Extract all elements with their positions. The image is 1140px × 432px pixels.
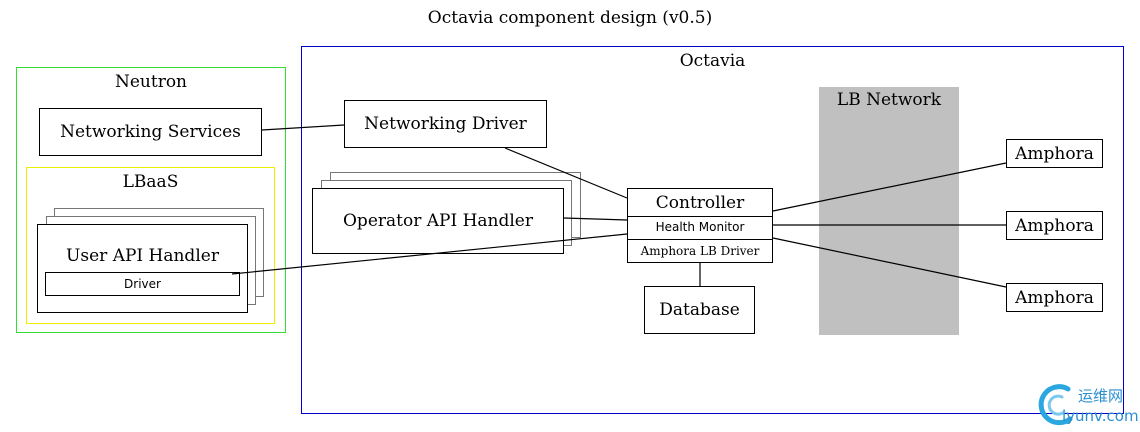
neutron-group: Neutron <box>16 67 286 333</box>
driver-box: Driver <box>45 272 240 296</box>
connector-networking-driver-to-controller <box>504 147 628 199</box>
controller-label: Controller <box>655 193 745 213</box>
connector-operator-api-to-controller <box>563 217 628 221</box>
lb-network-region: LB Network <box>819 87 959 335</box>
database-label: Database <box>659 300 740 320</box>
amphora-box: Amphora <box>1006 211 1103 240</box>
amphora-lb-driver-label: Amphora LB Driver <box>628 239 772 263</box>
connector-services-to-networking-driver <box>261 124 345 131</box>
health-monitor-label: Health Monitor <box>628 216 772 238</box>
amphora-label: Amphora <box>1015 287 1094 308</box>
amphora-box: Amphora <box>1006 283 1103 312</box>
user-api-handler-label: User API Handler <box>66 246 219 266</box>
connector-controller-to-amphora-1 <box>772 162 1007 212</box>
lbaas-group: LBaaS <box>26 167 275 324</box>
watermark-text-cn: 运维网 <box>1078 387 1124 405</box>
networking-driver-label: Networking Driver <box>364 114 527 134</box>
operator-api-handler-box: Operator API Handler <box>312 188 564 254</box>
database-box: Database <box>644 286 755 334</box>
diagram-title: Octavia component design (v0.5) <box>427 8 713 28</box>
octavia-label: Octavia <box>679 51 746 71</box>
lb-network-label: LB Network <box>836 90 942 110</box>
watermark-logo-icon <box>1038 384 1073 426</box>
octavia-group: Octavia <box>301 46 1124 414</box>
connector-driver-to-health-monitor <box>231 233 628 275</box>
amphora-label: Amphora <box>1015 215 1094 236</box>
amphora-box: Amphora <box>1006 139 1103 168</box>
watermark-text-url: iyunv.com <box>1062 407 1139 425</box>
user-api-handler-box: User API Handler <box>37 224 248 313</box>
driver-label: Driver <box>124 277 161 291</box>
controller-box: Controller Health Monitor Amphora LB Dri… <box>627 188 773 263</box>
networking-services-label: Networking Services <box>60 122 241 142</box>
networking-driver-box: Networking Driver <box>344 100 547 148</box>
networking-services-box: Networking Services <box>39 108 262 156</box>
neutron-label: Neutron <box>114 72 188 92</box>
connector-controller-to-amphora-3 <box>772 237 1007 288</box>
amphora-label: Amphora <box>1015 143 1094 164</box>
operator-api-handler-label: Operator API Handler <box>343 211 533 231</box>
lbaas-label: LBaaS <box>122 172 179 192</box>
